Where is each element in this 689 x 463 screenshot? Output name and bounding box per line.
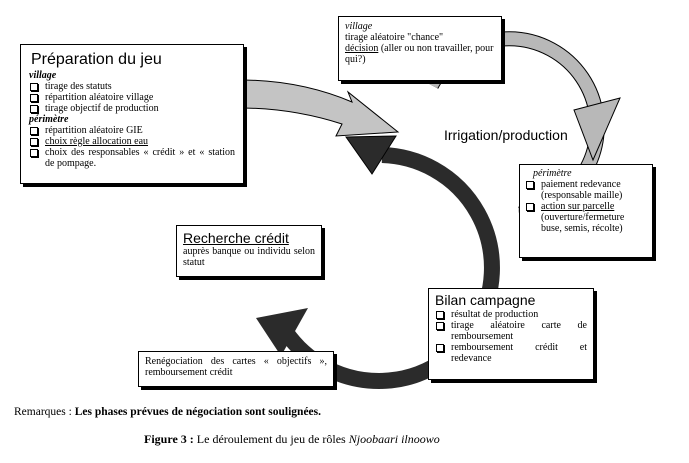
preparation-box: Préparation du jeu village tirage des st… [20,44,244,184]
remarques-text: Les phases prévues de négociation sont s… [74,406,321,418]
list-item: choix règle allocation eau [29,136,235,147]
village-decision: décision (aller ou non travailler, pour … [345,43,495,65]
perimetre-item-main: action sur parcelle [541,201,615,212]
irrigation-label: Irrigation/production [444,127,568,143]
renegociation-box: Renégociation des cartes « objectifs », … [138,351,334,387]
light-cycle-arrowhead [573,97,621,162]
bilan-list: résultat de production tirage aléatoire … [435,309,587,364]
preparation-perimetre-label: périmètre [29,114,69,125]
list-item: remboursement crédit et redevance [435,342,587,364]
figure-caption: Figure 3 : Le déroulement du jeu de rôle… [144,432,440,447]
recherche-text: auprès banque ou individu selon statut [183,246,315,268]
list-item: paiement redevance (responsable maille) [525,179,647,201]
perimetre-box: périmètre paiement redevance (responsabl… [519,164,653,258]
decision-word: décision [345,43,379,54]
recherche-box: Recherche crédit auprès banque ou indivi… [176,225,322,277]
decision-rest: (aller ou non travailler, pour qui?) [345,43,494,65]
figure-text: Le déroulement du jeu de rôles [196,432,349,446]
perimetre-item-detail: (responsable maille) [541,190,623,201]
preparation-title: Préparation du jeu [31,51,162,68]
perimetre-item-detail: (ouverture/fermeture buse, semis, récolt… [541,212,625,234]
list-item: tirage aléatoire carte de remboursement [435,320,587,342]
renegociation-text: Renégociation des cartes « objectifs », … [145,356,327,378]
perimetre-list: paiement redevance (responsable maille) … [525,179,647,234]
perimetre-item-main: paiement redevance [541,179,621,190]
list-item: action sur parcelle (ouverture/fermeture… [525,201,647,234]
list-item: tirage objectif de production [29,103,235,114]
list-item: choix des responsables « crédit » et « s… [29,147,235,169]
remarques-prefix: Remarques : [14,406,75,418]
list-item: répartition aléatoire village [29,92,235,103]
preparation-village-label: village [29,70,57,81]
village-box: village tirage aléatoire "chance" décisi… [338,16,502,81]
preparation-village-list: tirage des statuts répartition aléatoire… [29,81,235,114]
dark-cycle-arrowhead [345,135,397,175]
bilan-box: Bilan campagne résultat de production ti… [428,288,594,380]
list-item: tirage des statuts [29,81,235,92]
bilan-title: Bilan campagne [435,292,536,308]
dark-cycle-lower-arrowhead [256,308,308,356]
perimetre-label: périmètre [533,168,572,179]
village-label: village [345,21,373,32]
preparation-perimetre-list: répartition aléatoire GIE choix règle al… [29,125,235,169]
list-item: résultat de production [435,309,587,320]
figure-italic: Njoobaari ilnoowo [348,432,440,446]
village-line: tirage aléatoire "chance" [345,32,444,43]
connector-arrow [239,79,400,137]
recherche-title: Recherche crédit [183,230,289,246]
figure-prefix: Figure 3 : [144,432,197,446]
remarques-caption: Remarques : Les phases prévues de négoci… [14,406,321,418]
list-item: répartition aléatoire GIE [29,125,235,136]
